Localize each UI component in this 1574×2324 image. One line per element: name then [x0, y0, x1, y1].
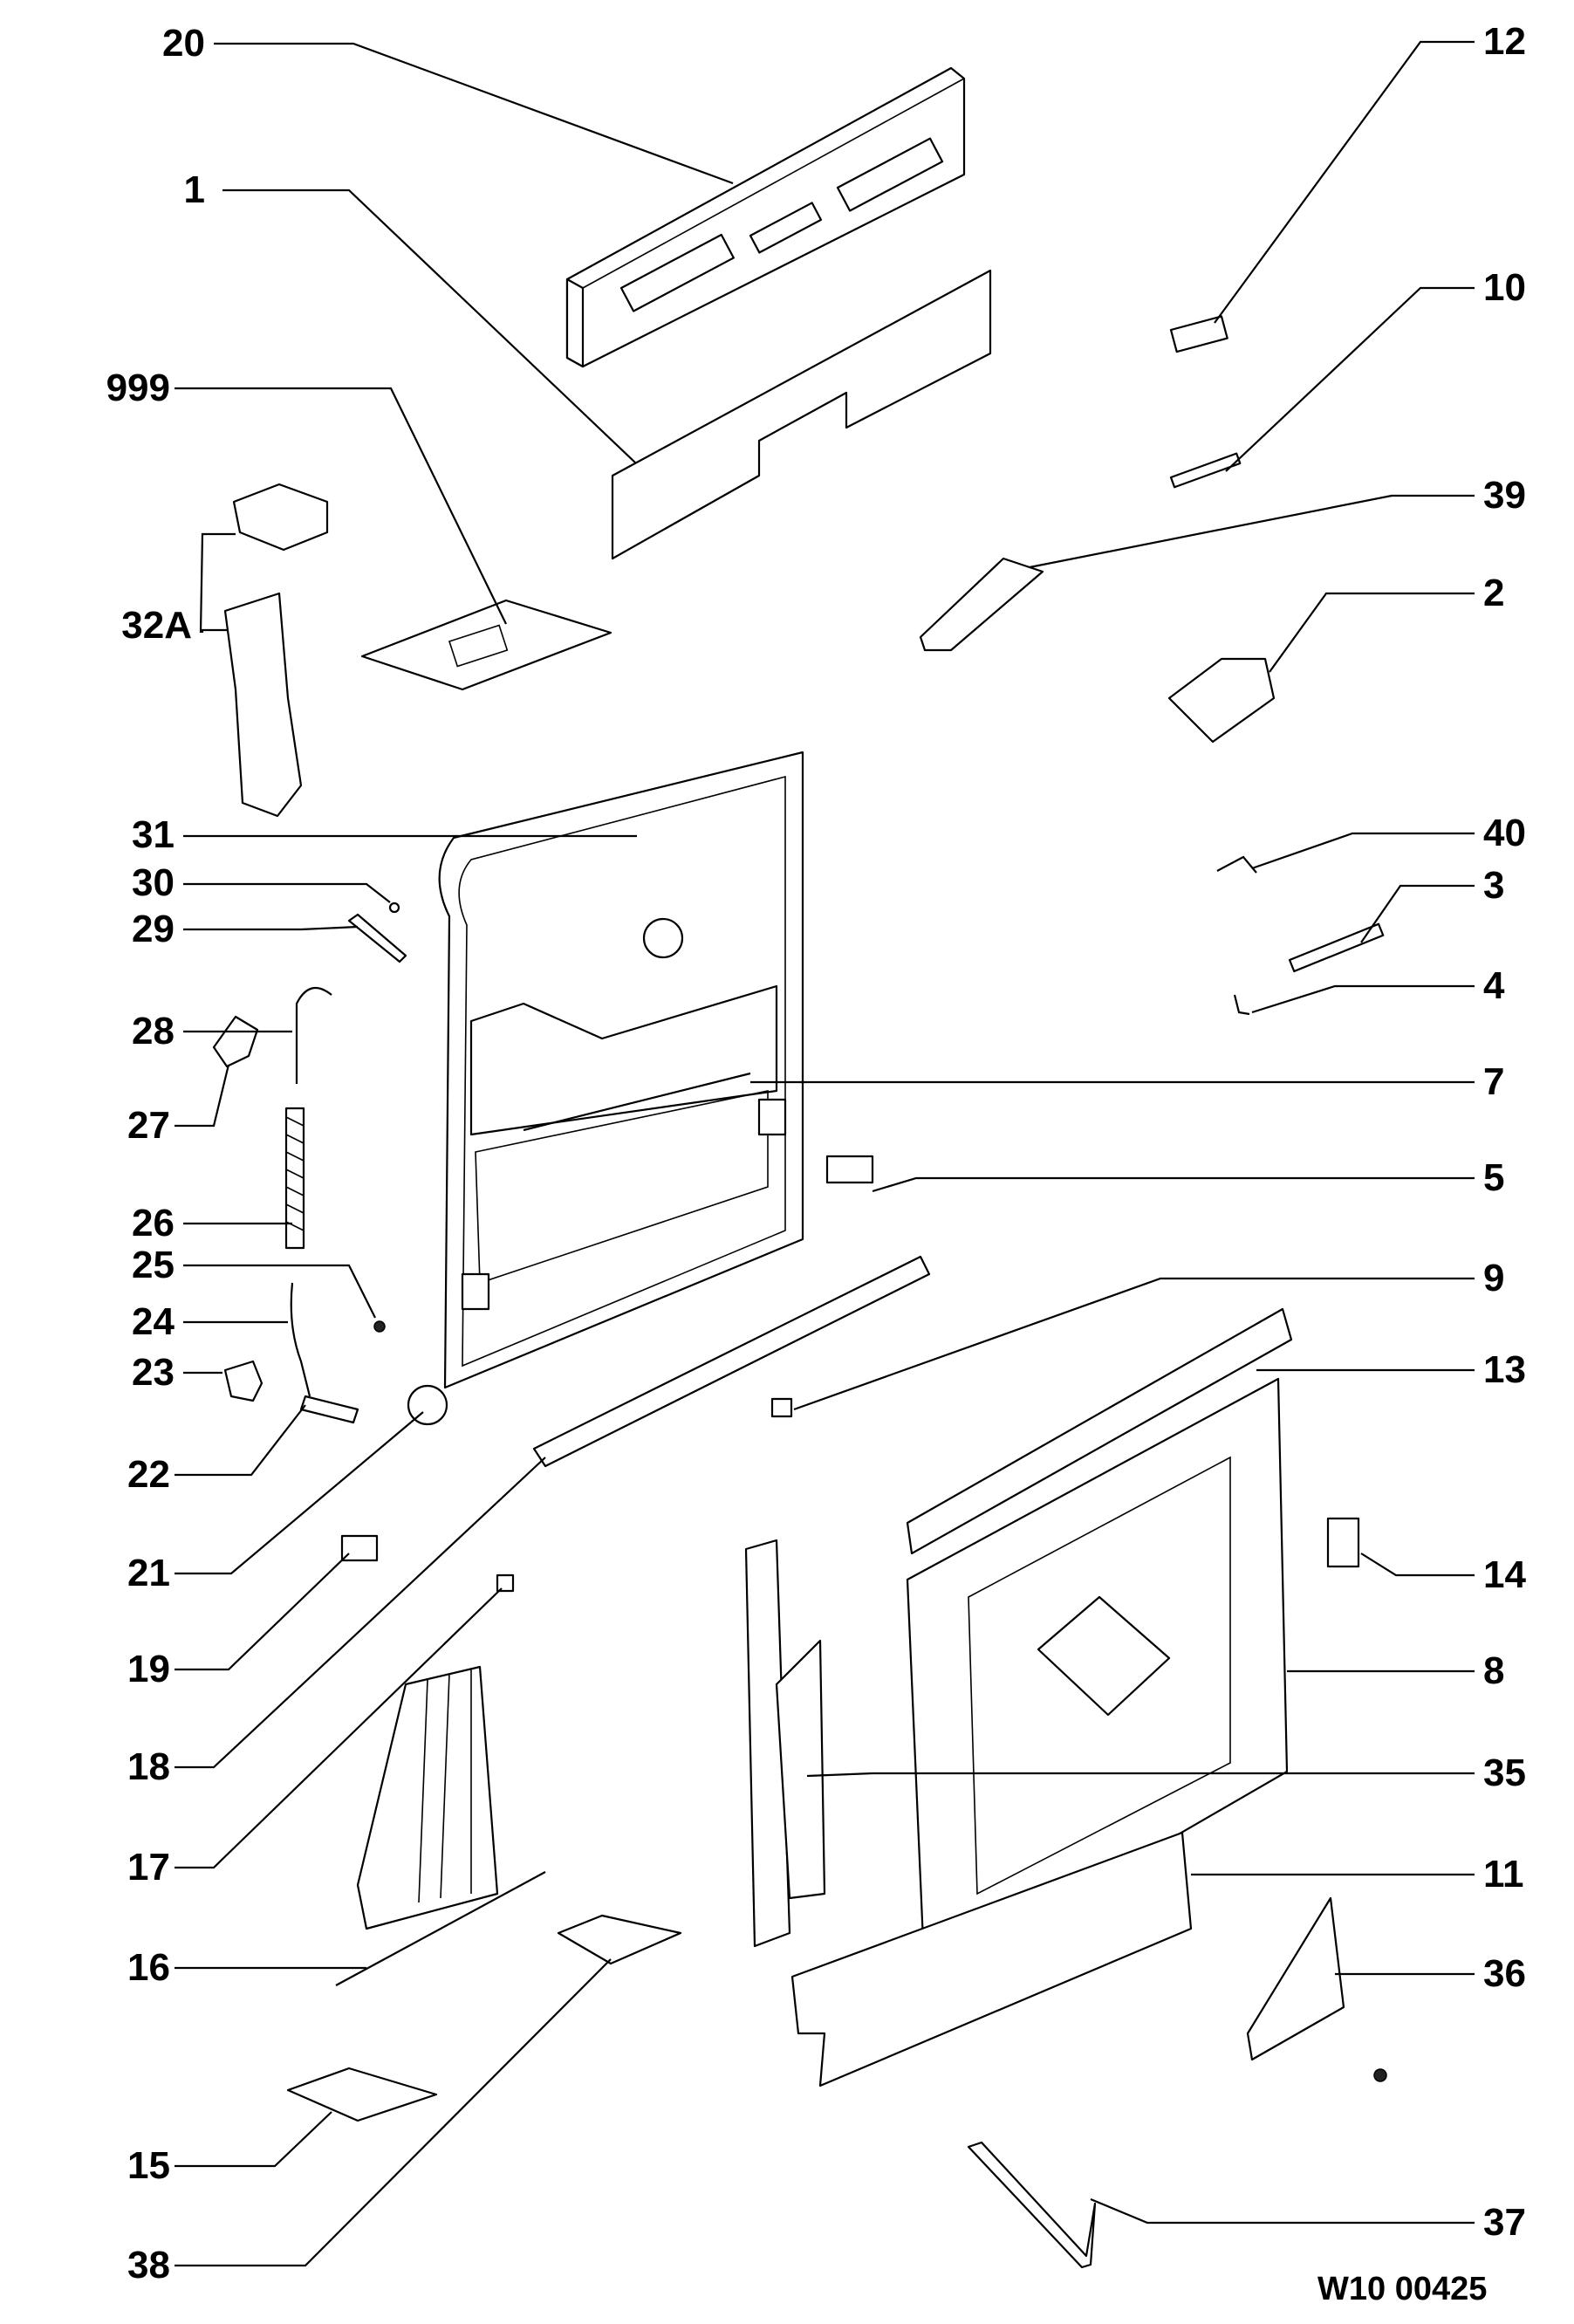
callout-28: 28 — [132, 1010, 175, 1052]
part-32a-brackets — [223, 483, 329, 818]
part-12-clip — [1169, 315, 1228, 353]
callout-999: 999 — [106, 367, 170, 409]
part-30-screw — [388, 901, 400, 914]
callout-40: 40 — [1483, 812, 1526, 854]
callout-15: 15 — [127, 2144, 170, 2187]
part-39-bracket — [919, 557, 1044, 652]
callout-39: 39 — [1483, 474, 1526, 517]
callout-29: 29 — [132, 908, 175, 950]
document-code: W10 00425 — [1317, 2271, 1488, 2307]
part-24-cable — [290, 1282, 311, 1397]
callout-16: 16 — [127, 1946, 170, 1989]
callout-24: 24 — [132, 1300, 175, 1343]
callout-20: 20 — [162, 22, 205, 65]
part-5-block — [825, 1155, 874, 1184]
callout-1: 1 — [183, 168, 205, 211]
part-31-door-frame — [438, 751, 804, 1389]
part-9-clip — [770, 1397, 793, 1418]
part-21-hinge-wheel — [407, 1384, 448, 1426]
callout-17: 17 — [127, 1846, 170, 1889]
callout-10: 10 — [1483, 266, 1526, 309]
part-23-clip — [223, 1360, 263, 1402]
leader-lines-right — [750, 40, 1475, 2225]
part-29-pin — [347, 913, 407, 963]
callout-32a: 32A — [121, 604, 192, 647]
part-26-spring — [284, 1107, 305, 1250]
part-2-latch — [1167, 657, 1276, 744]
callout-4: 4 — [1483, 964, 1505, 1007]
leader-lines — [175, 42, 734, 2267]
part-999-sheet — [360, 599, 612, 691]
callout-21: 21 — [127, 1552, 170, 1594]
callout-22: 22 — [127, 1453, 170, 1496]
part-17-small-part — [496, 1573, 515, 1593]
part-10-bracket — [1169, 452, 1242, 489]
callout-19: 19 — [127, 1648, 170, 1690]
part-25-screw — [373, 1320, 386, 1333]
callout-36: 36 — [1483, 1952, 1526, 1995]
callout-14: 14 — [1483, 1553, 1526, 1596]
part-20-control-panel — [565, 66, 966, 368]
callout-9: 9 — [1483, 1257, 1505, 1299]
callout-12: 12 — [1483, 20, 1526, 63]
callout-18: 18 — [127, 1745, 170, 1788]
part-38-foot — [557, 1914, 682, 1965]
callout-13: 13 — [1483, 1348, 1526, 1391]
part-15-foot — [286, 2067, 438, 2122]
part-22-pin — [299, 1395, 359, 1424]
part-1-front-panel — [611, 269, 992, 560]
part-16-base-frame — [335, 1665, 546, 1986]
callout-37: 37 — [1483, 2201, 1526, 2244]
callout-38: 38 — [127, 2244, 170, 2286]
part-36-panel-piece — [1246, 1896, 1387, 2082]
part-19-bracket — [340, 1534, 379, 1562]
part-7-rod — [523, 1072, 751, 1132]
callout-2: 2 — [1483, 572, 1505, 614]
callout-35: 35 — [1483, 1752, 1526, 1794]
callout-5: 5 — [1483, 1156, 1505, 1199]
part-37-bar — [967, 2141, 1097, 2269]
callout-30: 30 — [132, 861, 175, 904]
part-11-kick-plate — [790, 1831, 1193, 2087]
callout-11: 11 — [1483, 1853, 1524, 1896]
callout-26: 26 — [132, 1202, 175, 1244]
callout-25: 25 — [132, 1244, 175, 1286]
callout-3: 3 — [1483, 864, 1505, 907]
part-27-clip — [212, 1015, 259, 1068]
part-13-rail — [906, 1307, 1293, 1555]
part-40-clip — [1216, 855, 1257, 874]
part-35-side-strip — [744, 1539, 826, 1948]
callout-23: 23 — [132, 1351, 175, 1394]
callout-27: 27 — [127, 1104, 170, 1147]
part-3-bar — [1288, 922, 1385, 973]
callout-7: 7 — [1483, 1060, 1505, 1103]
part-8-door-panel — [906, 1377, 1289, 1983]
part-28-hook — [295, 986, 332, 1084]
callout-8: 8 — [1483, 1649, 1505, 1692]
part-14-block — [1326, 1517, 1360, 1568]
callout-31: 31 — [132, 813, 175, 856]
part-4-hook — [1233, 994, 1250, 1016]
